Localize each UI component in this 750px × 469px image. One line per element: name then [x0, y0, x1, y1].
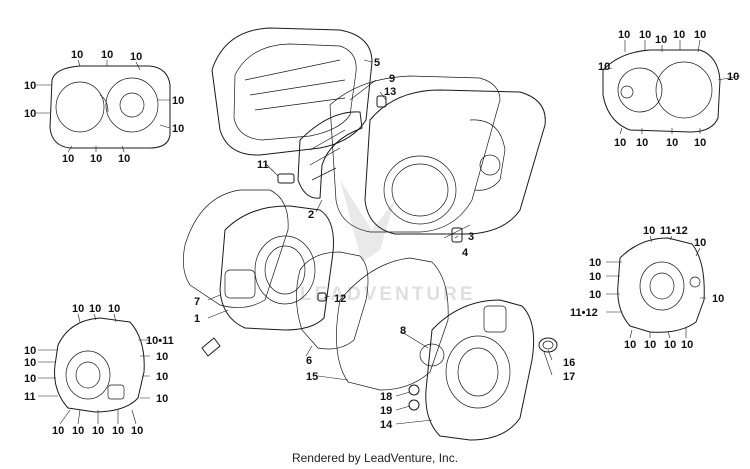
callout-10: 10 — [727, 71, 739, 83]
callout-13: 13 — [384, 86, 396, 98]
inner-clutch-housing — [219, 205, 334, 331]
large-gasket — [336, 257, 449, 391]
callout-10: 10 — [71, 49, 83, 61]
callout-11: 11 — [24, 391, 36, 403]
callout-10: 10 — [118, 153, 130, 165]
callout-12: 12 — [334, 293, 346, 305]
cover-gasket — [329, 75, 501, 233]
callout-10: 10 — [666, 137, 678, 149]
callout-10: 10 — [90, 153, 102, 165]
callout-10: 10 — [589, 257, 601, 269]
callout-10-11: 10•11 — [146, 335, 174, 347]
callout-10: 10 — [624, 339, 636, 351]
callout-10: 10 — [589, 289, 601, 301]
callout-10: 10 — [24, 80, 36, 92]
callout-10: 10 — [156, 393, 168, 405]
inner-cover — [364, 89, 546, 235]
callout-10: 10 — [131, 425, 143, 437]
callout-14: 14 — [380, 419, 393, 431]
stator-cover-small-left — [54, 317, 145, 413]
callout-1: 1 — [194, 313, 200, 325]
callout-19: 19 — [380, 405, 392, 417]
footer-credit: Rendered by LeadVenture, Inc. — [291, 451, 459, 465]
callout-10: 10 — [24, 373, 36, 385]
callout-9: 9 — [389, 73, 395, 85]
strap-small — [201, 337, 221, 357]
callout-4: 4 — [462, 247, 469, 259]
callout-10: 10 — [636, 137, 648, 149]
callout-10: 10 — [694, 237, 706, 249]
callout-10: 10 — [24, 357, 36, 369]
callout-10: 10 — [618, 29, 630, 41]
callout-10: 10 — [712, 293, 724, 305]
outer-clutch-cover-small-right — [602, 49, 721, 133]
stator-cover-small-right — [617, 237, 705, 333]
callout-16: 16 — [563, 357, 575, 369]
plug-cap — [538, 337, 558, 353]
callout-11-12: 11•12 — [570, 307, 598, 319]
callout-10: 10 — [673, 29, 685, 41]
callout-10: 10 — [24, 345, 36, 357]
stator-gasket — [296, 251, 369, 350]
bolt-13 — [376, 95, 387, 108]
callout-10: 10 — [72, 425, 84, 437]
callout-2: 2 — [308, 209, 314, 221]
callout-15: 15 — [306, 371, 318, 383]
callout-10: 10 — [681, 339, 693, 351]
bolt-4 — [451, 227, 463, 243]
outer-clutch-cover-small — [49, 65, 171, 149]
callout-18: 18 — [380, 391, 392, 403]
callout-5: 5 — [374, 57, 380, 69]
washer-18-19 — [408, 384, 420, 411]
callout-10: 10 — [598, 61, 610, 73]
callout-10: 10 — [643, 225, 655, 237]
callout-10: 10 — [694, 137, 706, 149]
callout-10: 10 — [52, 425, 64, 437]
callout-10: 10 — [62, 153, 74, 165]
callout-10: 10 — [664, 339, 676, 351]
callout-10: 10 — [172, 95, 184, 107]
callout-labels: 10 10 10 10 10 10 10 10 10 10 10 10 10 1… — [24, 29, 739, 437]
leader-lines — [36, 39, 741, 425]
stator-cover — [425, 299, 535, 441]
callout-10: 10 — [614, 137, 626, 149]
callout-11-12: 11•12 — [660, 225, 688, 237]
callout-7: 7 — [194, 296, 200, 308]
callout-10: 10 — [156, 371, 168, 383]
callout-10: 10 — [101, 49, 113, 61]
bolt-12 — [317, 292, 327, 302]
callout-10: 10 — [589, 271, 601, 283]
callout-10: 10 — [108, 303, 120, 315]
callout-10: 10 — [639, 29, 651, 41]
watermark-logo: LEADVENTURE — [300, 180, 476, 305]
callout-10: 10 — [72, 303, 84, 315]
callout-11: 11 — [257, 159, 269, 171]
callout-6: 6 — [306, 355, 312, 367]
callout-10: 10 — [694, 29, 706, 41]
callout-10: 10 — [644, 339, 656, 351]
air-duct-shroud — [297, 111, 363, 199]
callout-10: 10 — [112, 425, 124, 437]
callout-3: 3 — [468, 231, 474, 243]
callout-17: 17 — [563, 371, 575, 383]
callout-10: 10 — [24, 108, 36, 120]
watermark-text: LEADVENTURE — [300, 284, 476, 305]
outer-cover-main — [211, 27, 373, 156]
callout-10: 10 — [172, 123, 184, 135]
callout-10: 10 — [92, 425, 104, 437]
callout-10: 10 — [89, 303, 101, 315]
housing-gasket — [183, 189, 289, 308]
callout-10: 10 — [655, 34, 667, 46]
callout-10: 10 — [130, 51, 142, 63]
callout-10: 10 — [156, 351, 168, 363]
bolt-11 — [277, 173, 295, 184]
o-ring — [419, 343, 445, 367]
callout-8: 8 — [400, 325, 406, 337]
